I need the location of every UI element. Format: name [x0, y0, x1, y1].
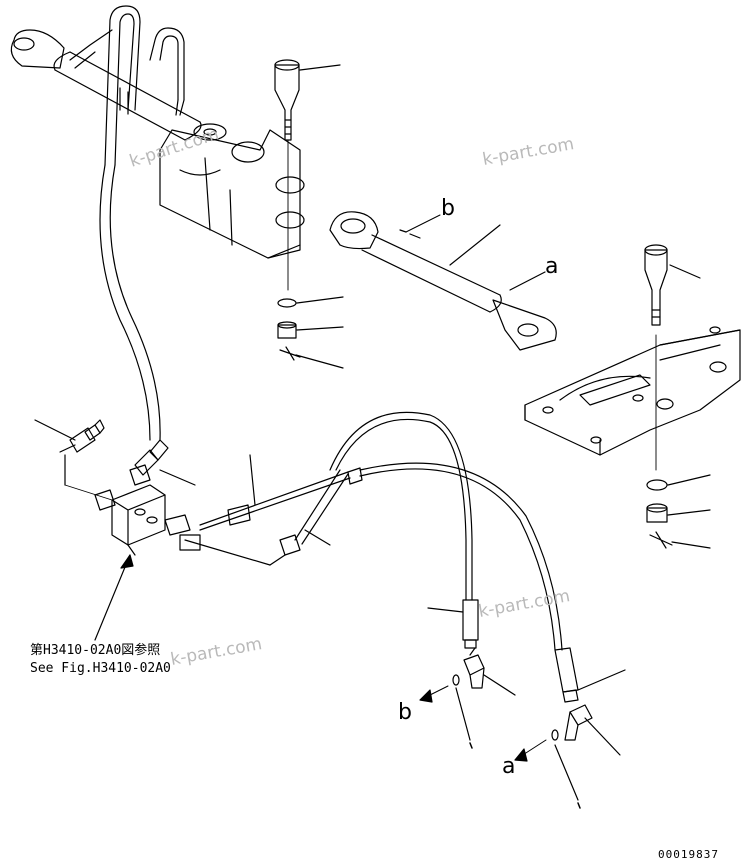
- fitting-a: [514, 647, 626, 809]
- hose-right: [199, 454, 563, 651]
- hose-loop: [329, 411, 479, 649]
- fitting-left-2: [134, 439, 196, 486]
- u-pipes: [69, 5, 185, 166]
- long-hose: [99, 164, 161, 441]
- hose-diagonal: [184, 469, 349, 566]
- label-a-top: a: [545, 254, 559, 279]
- right-pin: [644, 244, 701, 471]
- middle-cylinder: [329, 211, 557, 351]
- label-b-bottom: b: [398, 700, 412, 725]
- reference-leader: [94, 554, 134, 641]
- mounting-bracket: [159, 123, 305, 259]
- fitting-left-1: [34, 419, 105, 486]
- figure-reference-en: See Fig.H3410-02A0: [30, 661, 171, 676]
- drawing-number: 00019837: [658, 848, 719, 861]
- figure-reference-jp: 第H3410-02A0図参照: [30, 643, 161, 658]
- elbow-fitting-b: [419, 647, 516, 749]
- pin-assembly-1: [274, 59, 344, 369]
- label-a-bottom: a: [502, 754, 516, 779]
- base-plate: [524, 326, 741, 456]
- upper-cylinder: [10, 29, 202, 141]
- right-washer-nut: [646, 474, 711, 549]
- valve-block: [64, 464, 201, 556]
- label-b-top: b: [441, 196, 455, 221]
